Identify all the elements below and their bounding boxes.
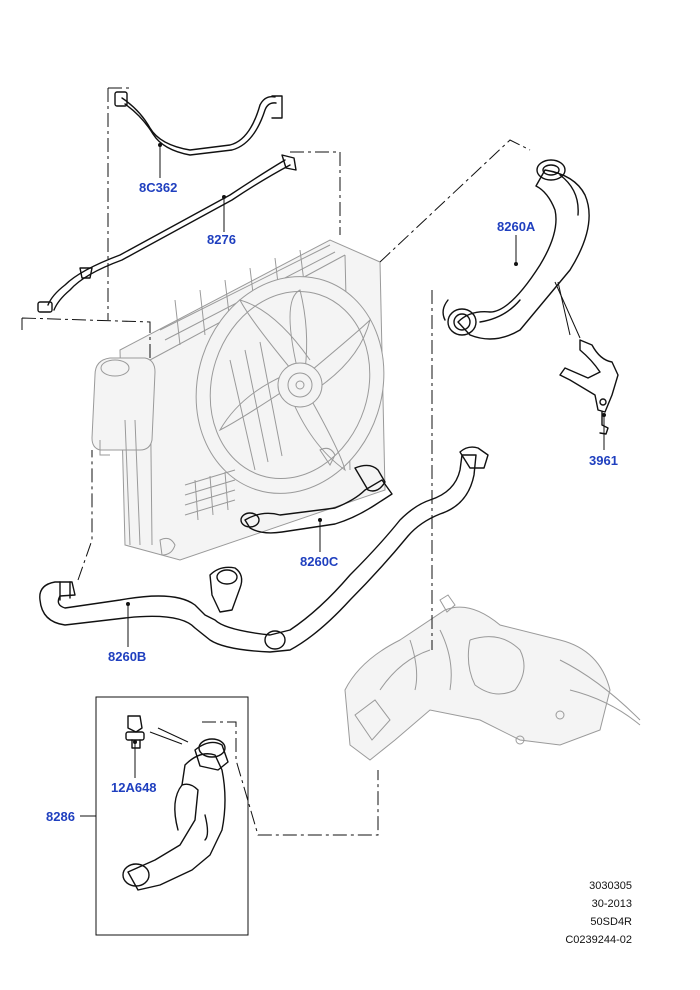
hose-8286[interactable] [122, 738, 229, 891]
bracket-3961[interactable] [559, 339, 619, 435]
hose-8276[interactable] [37, 154, 297, 313]
callout-3961: 3961 [589, 453, 618, 468]
hose-8260C[interactable] [240, 464, 393, 534]
callout-12A648: 12A648 [111, 780, 157, 795]
leader-lines [80, 143, 606, 817]
callout-8286: 8286 [46, 809, 75, 824]
callout-8260A: 8260A [497, 219, 536, 234]
drawing-code: 50SD4R [590, 916, 632, 928]
detail-box-8286 [95, 696, 249, 936]
hose-8C362[interactable] [114, 91, 283, 156]
drawing-date: 30-2013 [591, 898, 632, 910]
callout-8260B: 8260B [108, 649, 147, 664]
drawing-reference-id: C0239244-02 [565, 934, 632, 946]
callout-8276: 8276 [207, 232, 236, 247]
hose-8260A[interactable] [442, 159, 590, 340]
hose-8260B[interactable] [39, 446, 489, 653]
engine-ghost [344, 594, 641, 761]
callout-8260C: 8260C [300, 554, 339, 569]
radiator-fan-assembly [91, 239, 386, 561]
reference-lines [21, 87, 531, 836]
drawing-number-line-1: 3030305 [589, 880, 632, 892]
callout-8C362: 8C362 [139, 180, 178, 195]
